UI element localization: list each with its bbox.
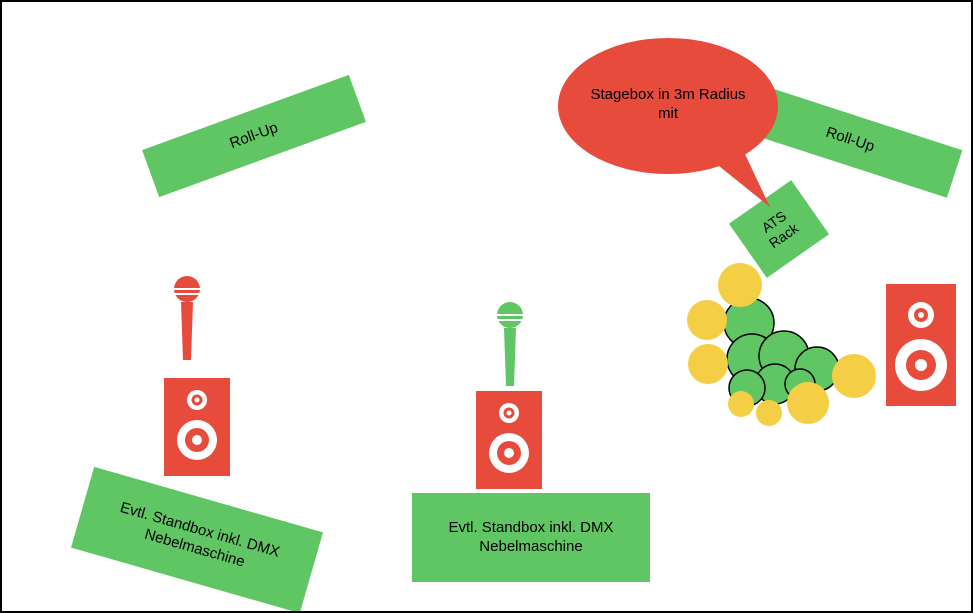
plant-cluster-icon [687, 263, 876, 426]
speaker-icon [886, 284, 956, 406]
speaker-icon [164, 378, 230, 476]
microphone-icon [174, 276, 200, 360]
speech-bubble-label: Stagebox in 3m Radius mit [590, 86, 746, 122]
microphone-icon [497, 302, 523, 386]
standbox-center-label: Evtl. Standbox inkl. DMX Nebelmaschine [448, 518, 614, 555]
speech-bubble-shape [558, 38, 778, 207]
speaker-icon [476, 391, 542, 489]
standbox-center: Evtl. Standbox inkl. DMX Nebelmaschine [412, 493, 650, 582]
speech-bubble-text: Stagebox in 3m Radius mit [562, 82, 774, 128]
